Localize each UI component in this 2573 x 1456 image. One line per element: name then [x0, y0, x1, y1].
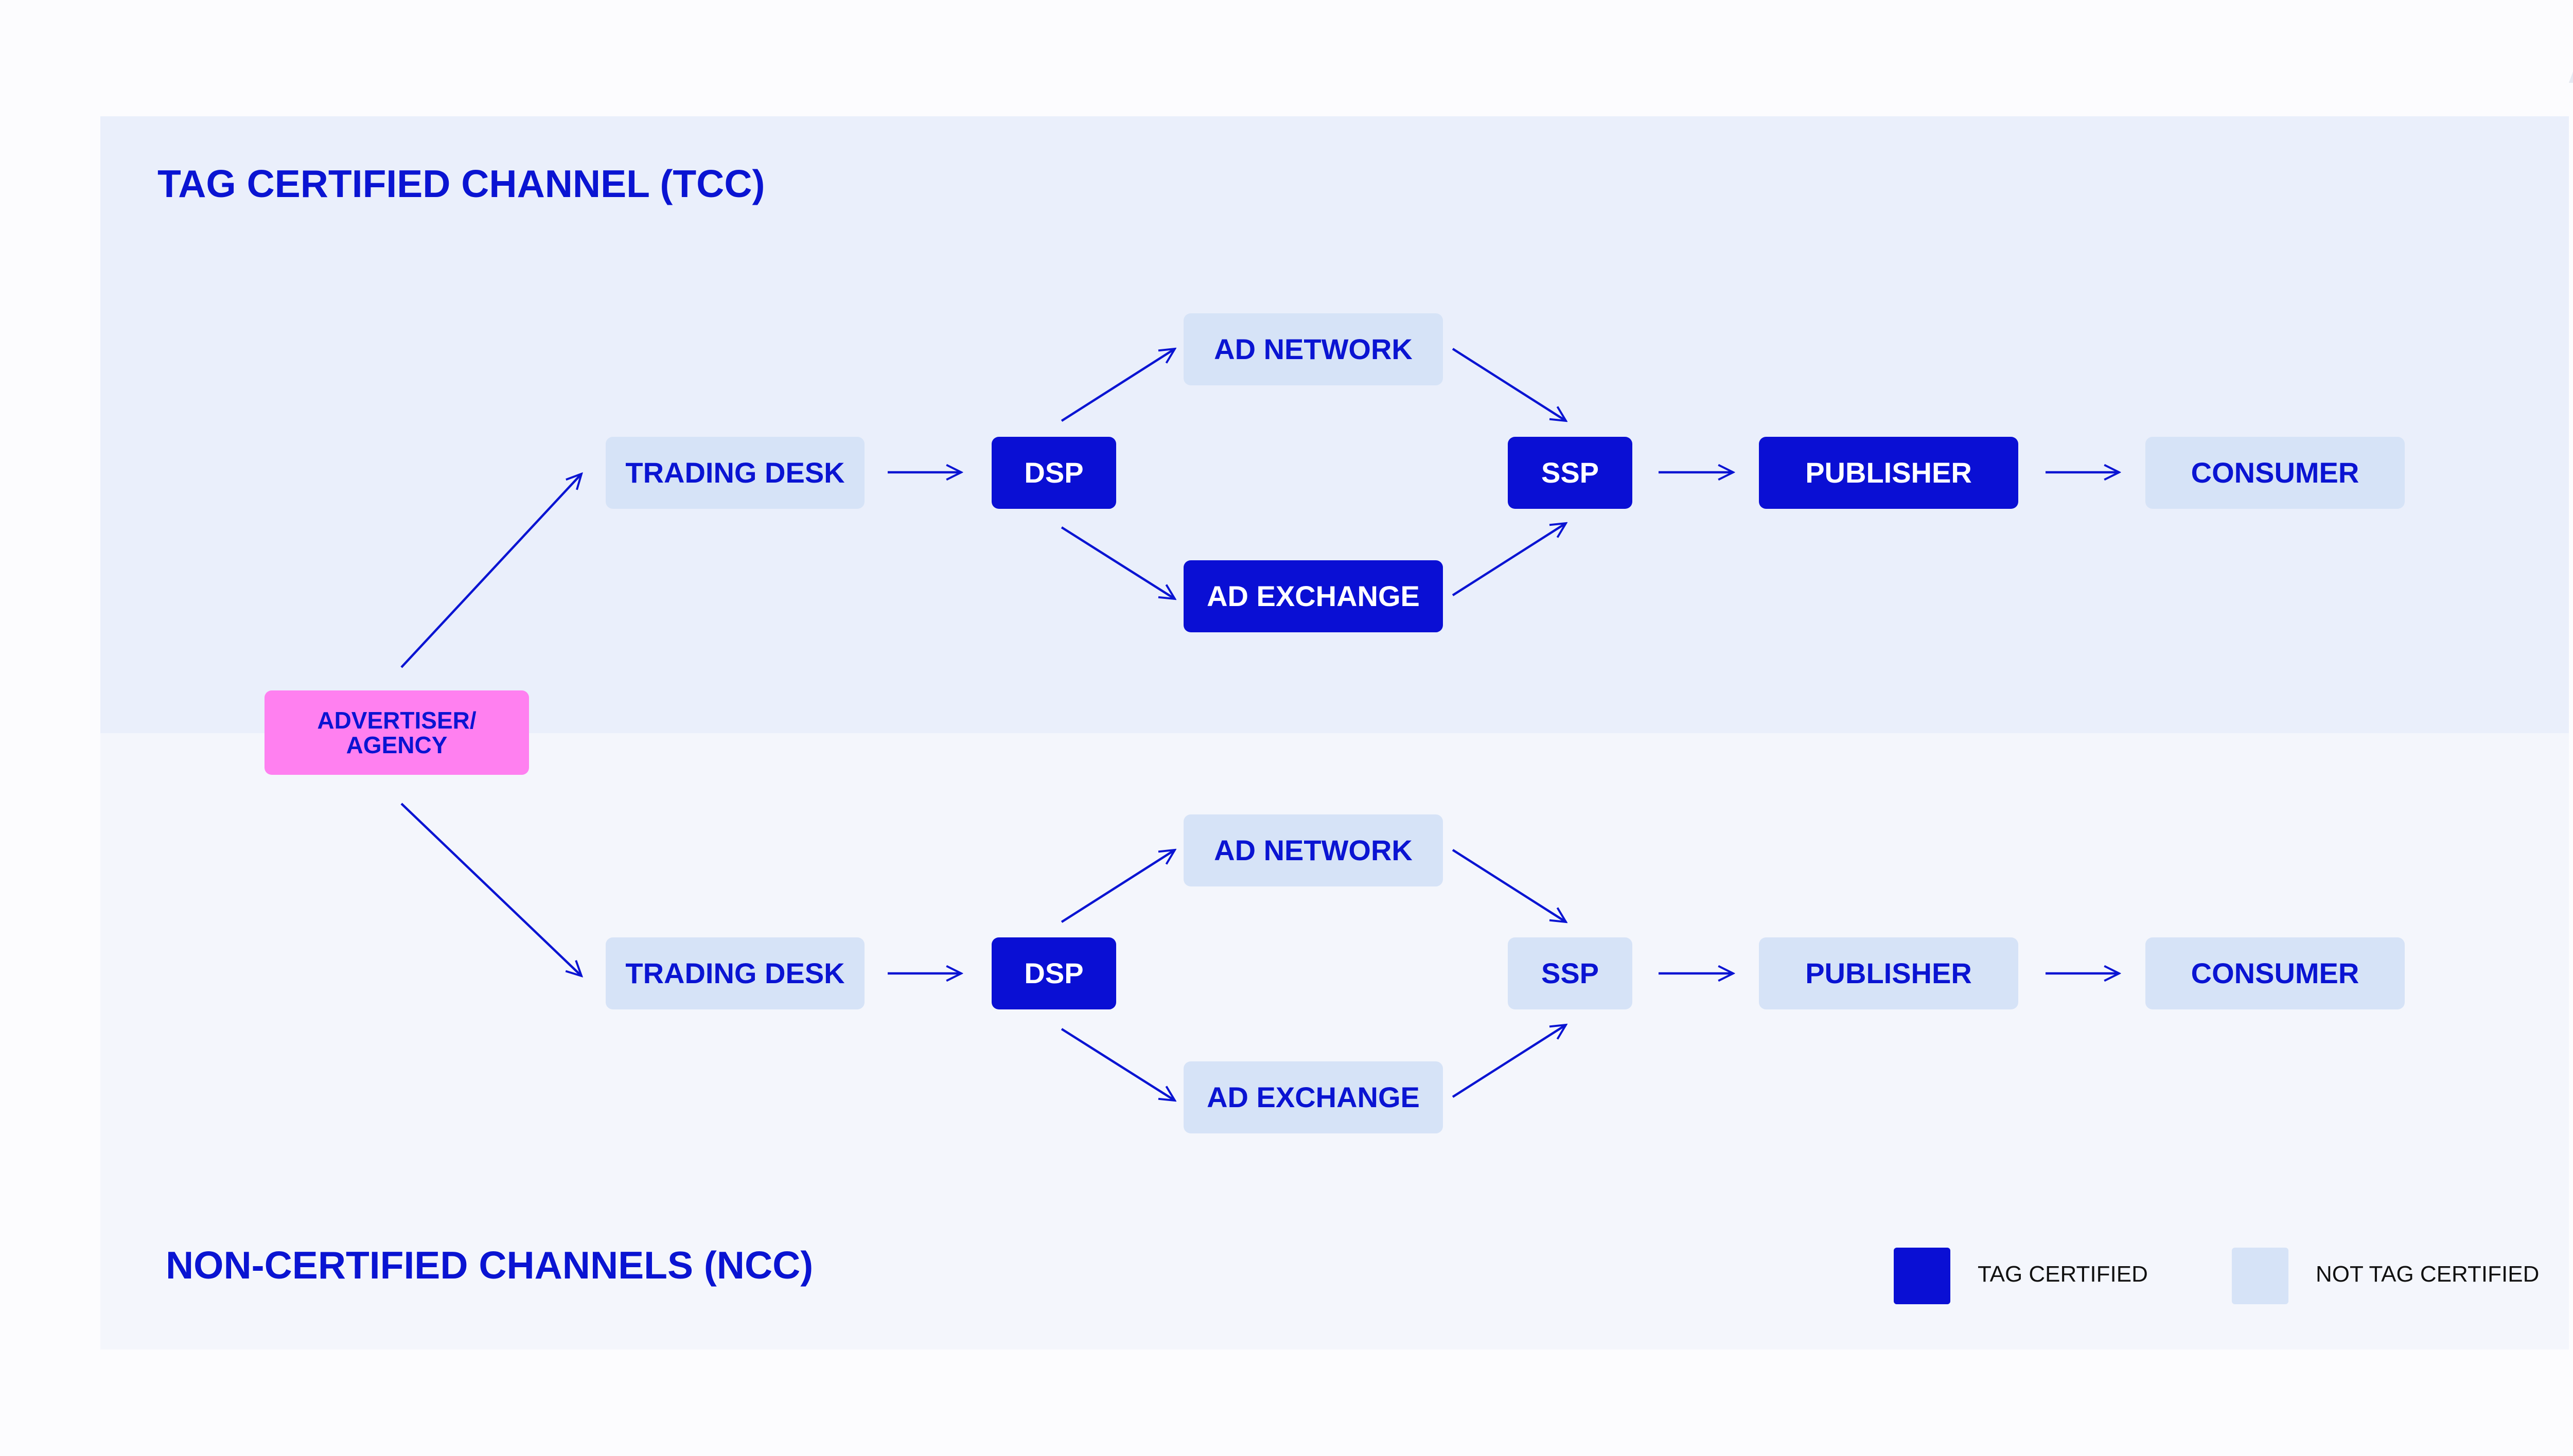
tcc-consumer-node: CONSUMER [2145, 437, 2405, 509]
ncc-publisher-node: PUBLISHER [1759, 937, 2018, 1009]
arrow-tcc-dsp-to-ad-network [1061, 349, 1175, 422]
ncc-ssp-node: SSP [1508, 937, 1632, 1009]
advertiser-agency-node: ADVERTISER/ AGENCY [265, 690, 529, 775]
arrow-ncc-ad-exchange-to-ssp [1452, 1025, 1566, 1098]
arrow-ncc-dsp-to-ad-exchange [1061, 1028, 1175, 1100]
tcc-dsp-node: DSP [992, 437, 1116, 509]
ncc-dsp-node: DSP [992, 937, 1116, 1009]
tcc-ad-exchange-node: AD EXCHANGE [1184, 560, 1443, 632]
legend-not-certified-swatch [2232, 1248, 2288, 1304]
ncc-title: NON-CERTIFIED CHANNELS (NCC) [166, 1244, 814, 1287]
arrow-tcc-ad-network-to-ssp [1452, 348, 1566, 421]
legend-certified-swatch [1894, 1248, 1950, 1304]
tcc-title: TAG CERTIFIED CHANNEL (TCC) [157, 162, 765, 205]
arrow-tcc-dsp-to-ad-exchange [1061, 526, 1175, 599]
arrow-tcc-ad-exchange-to-ssp [1452, 523, 1566, 596]
arrow-advertiser-to-ncc-trading-desk [400, 803, 581, 976]
tcc-ssp-node: SSP [1508, 437, 1632, 509]
tcc-ad-network-node: AD NETWORK [1184, 313, 1443, 385]
advertiser-agency-label: ADVERTISER/ AGENCY [317, 706, 477, 758]
arrow-ncc-dsp-to-ad-network [1061, 850, 1175, 923]
ncc-consumer-node: CONSUMER [2145, 937, 2405, 1009]
ncc-trading-desk-node: TRADING DESK [606, 937, 865, 1009]
tcc-trading-desk-node: TRADING DESK [606, 437, 865, 509]
arrow-ncc-ad-network-to-ssp [1452, 849, 1566, 922]
legend-not-certified-label: NOT TAG CERTIFIED [2316, 1262, 2540, 1287]
arrow-advertiser-to-tcc-trading-desk [400, 474, 581, 668]
ncc-ad-network-node: AD NETWORK [1184, 814, 1443, 886]
ai-logo: AI [2568, 45, 2573, 93]
ncc-ad-exchange-node: AD EXCHANGE [1184, 1061, 1443, 1133]
legend-certified-label: TAG CERTIFIED [1978, 1262, 2148, 1287]
tcc-publisher-node: PUBLISHER [1759, 437, 2018, 509]
